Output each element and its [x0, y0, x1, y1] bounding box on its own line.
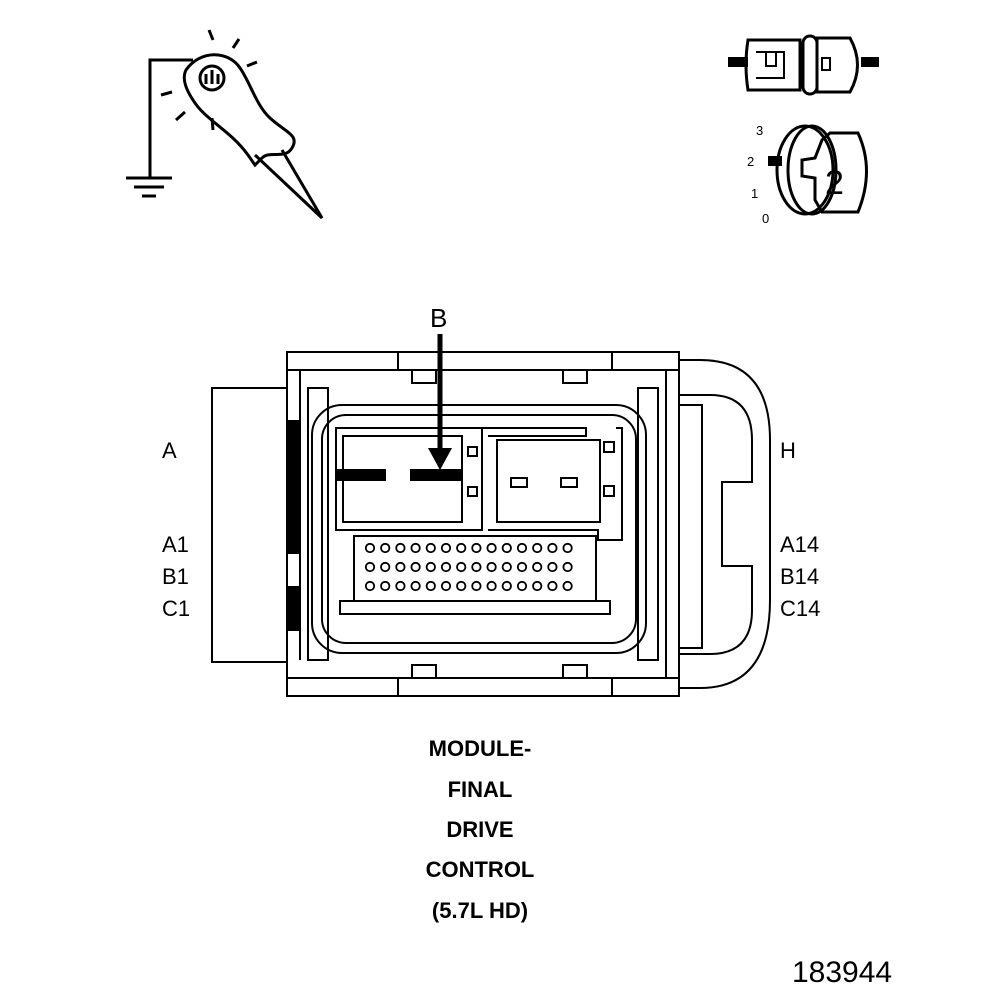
pin-hole — [395, 542, 406, 554]
pin-hole — [516, 561, 528, 573]
label-b: B — [430, 303, 447, 333]
pin-hole — [440, 580, 452, 592]
pin-hole — [486, 561, 497, 573]
pin-hole — [395, 561, 406, 573]
pin-hole — [501, 580, 512, 592]
arrow-b — [428, 334, 452, 470]
pin-hole — [486, 542, 497, 554]
title-line-1: MODULE- — [429, 736, 532, 761]
pin-hole — [395, 580, 406, 592]
pin-hole — [456, 561, 467, 573]
title-line-3: DRIVE — [446, 817, 513, 842]
pin-hole — [425, 561, 436, 573]
pin-hole — [547, 580, 558, 592]
label-a14: A14 — [780, 532, 819, 557]
label-c1: C1 — [162, 596, 190, 621]
connector-disconnect-icon — [728, 34, 879, 96]
pin-hole — [410, 542, 421, 554]
test-light-probe-icon — [126, 29, 324, 220]
pin-hole — [532, 561, 543, 573]
title-line-5: (5.7L HD) — [432, 898, 528, 923]
pin-hole — [471, 542, 482, 554]
pin-hole — [486, 580, 497, 592]
figure-number: 183944 — [792, 956, 892, 989]
pin-hole — [364, 580, 376, 592]
title-line-4: CONTROL — [426, 857, 535, 882]
pin-hole — [471, 561, 482, 573]
connector-body — [211, 351, 771, 697]
pin-hole — [562, 561, 573, 573]
pin-hole — [471, 580, 482, 592]
pin-hole — [547, 542, 558, 554]
key-position-0: 0 — [762, 211, 769, 226]
key-position-1: 1 — [751, 186, 758, 201]
key-label: 2 — [825, 164, 844, 202]
pin-hole — [532, 542, 543, 554]
label-b1: B1 — [162, 564, 189, 589]
label-h: H — [780, 438, 796, 463]
pin-hole — [456, 580, 467, 592]
pin-hole — [425, 580, 436, 592]
pin-hole — [364, 561, 376, 573]
pin-hole — [380, 542, 391, 554]
pin-hole — [501, 561, 512, 573]
pin-hole — [440, 542, 452, 554]
key-position-3: 3 — [756, 123, 763, 138]
title-line-2: FINAL — [448, 777, 513, 802]
label-a1: A1 — [162, 532, 189, 557]
pin-hole — [516, 542, 528, 554]
pin-hole — [562, 542, 573, 554]
pin-hole — [380, 561, 391, 573]
ignition-key-icon: 3 2 1 0 2 — [747, 123, 868, 226]
pin-hole — [562, 580, 573, 592]
pin-hole — [532, 580, 543, 592]
pin-hole — [425, 542, 436, 554]
pin-hole — [456, 542, 467, 554]
pin-hole — [380, 580, 391, 592]
pin-hole — [547, 561, 558, 573]
pin-hole — [364, 542, 376, 554]
pin-grid — [364, 542, 573, 592]
pin-hole — [516, 580, 528, 592]
pin-hole — [410, 561, 421, 573]
label-b14: B14 — [780, 564, 819, 589]
pin-hole — [410, 580, 421, 592]
pin-hole — [440, 561, 452, 573]
label-a: A — [162, 438, 177, 463]
label-c14: C14 — [780, 596, 820, 621]
pin-hole — [501, 542, 512, 554]
key-position-2: 2 — [747, 154, 754, 169]
